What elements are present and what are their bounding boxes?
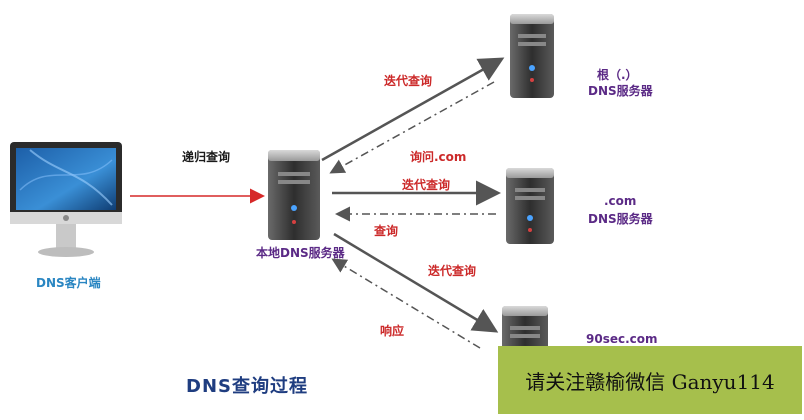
recursive-query-label: 递归查询 [182,150,231,164]
diagram-caption: DNS查询过程 [186,376,308,397]
dns-client-label: DNS客户端 [36,276,101,290]
iter-query-target-label: 迭代查询 [428,264,477,278]
iter-query-com-label: 迭代查询 [402,178,451,192]
root-server-label-line2: DNS服务器 [588,84,653,98]
root-reply-arrow [329,81,495,174]
com-server-icon [506,168,554,244]
root-server-icon [510,14,554,98]
iter-query-root-arrow [321,57,505,162]
iter-query-root-label: 迭代查询 [384,74,433,88]
response-label: 响应 [380,324,405,338]
target-reply-arrow [331,258,481,349]
promo-banner: 请关注赣榆微信 Ganyu114 [498,346,802,414]
local-dns-server-icon [268,150,320,240]
promo-banner-text: 请关注赣榆微信 Ganyu114 [525,369,775,394]
iter-query-target-arrow [333,232,499,333]
local-dns-server-label: 本地DNS服务器 [256,246,345,260]
target-server-label: 90sec.com [586,332,658,346]
root-server-label-line1: 根（.） [597,68,638,82]
client-computer-icon [10,142,122,257]
com-server-label-line1: .com [604,194,637,208]
query-back-label: 查询 [374,224,399,238]
com-server-label-line2: DNS服务器 [588,212,653,226]
ask-com-label: 询问.com [410,150,467,164]
